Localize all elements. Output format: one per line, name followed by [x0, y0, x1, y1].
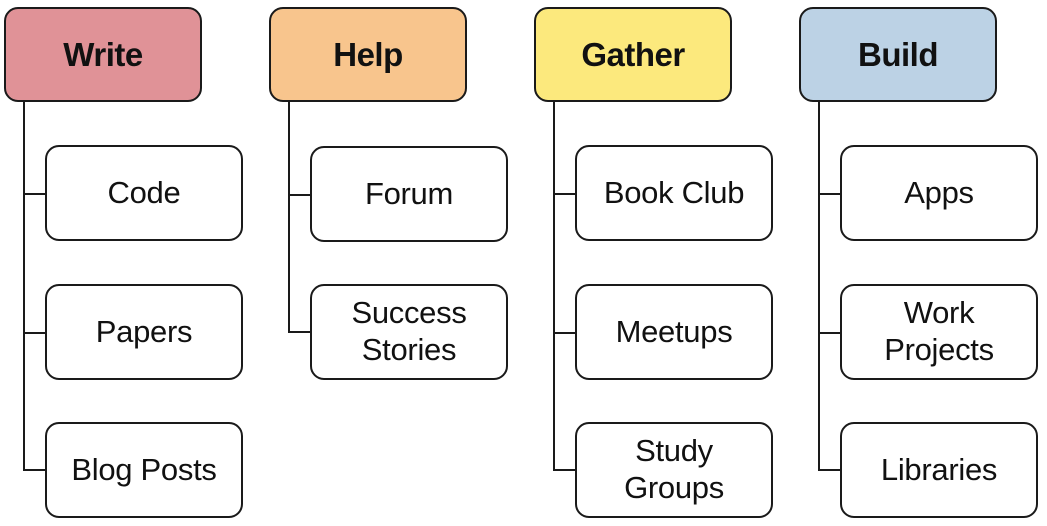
- connector-branch: [553, 332, 575, 334]
- column-help: Help Forum Success Stories: [265, 0, 515, 526]
- connector-branch: [288, 194, 310, 196]
- item-libraries: Libraries: [840, 422, 1038, 518]
- column-write: Write Code Papers Blog Posts: [0, 0, 250, 526]
- connector-branch: [818, 469, 840, 471]
- item-forum: Forum: [310, 146, 508, 242]
- category-header-write: Write: [4, 7, 202, 102]
- column-gather: Gather Book Club Meetups Study Groups: [530, 0, 780, 526]
- category-header-help: Help: [269, 7, 467, 102]
- column-build: Build Apps Work Projects Libraries: [795, 0, 1045, 526]
- connector-branch: [288, 331, 310, 333]
- connector-trunk: [23, 102, 25, 470]
- item-code: Code: [45, 145, 243, 241]
- connector-trunk: [818, 102, 820, 470]
- item-success-stories: Success Stories: [310, 284, 508, 380]
- item-meetups: Meetups: [575, 284, 773, 380]
- connector-branch: [818, 193, 840, 195]
- connector-trunk: [288, 102, 290, 332]
- item-study-groups: Study Groups: [575, 422, 773, 518]
- connector-branch: [23, 332, 45, 334]
- item-book-club: Book Club: [575, 145, 773, 241]
- connector-branch: [553, 469, 575, 471]
- category-header-gather: Gather: [534, 7, 732, 102]
- item-work-projects: Work Projects: [840, 284, 1038, 380]
- item-blog-posts: Blog Posts: [45, 422, 243, 518]
- connector-branch: [23, 193, 45, 195]
- item-apps: Apps: [840, 145, 1038, 241]
- connector-branch: [23, 469, 45, 471]
- connector-branch: [553, 193, 575, 195]
- category-header-build: Build: [799, 7, 997, 102]
- connector-branch: [818, 332, 840, 334]
- item-papers: Papers: [45, 284, 243, 380]
- connector-trunk: [553, 102, 555, 470]
